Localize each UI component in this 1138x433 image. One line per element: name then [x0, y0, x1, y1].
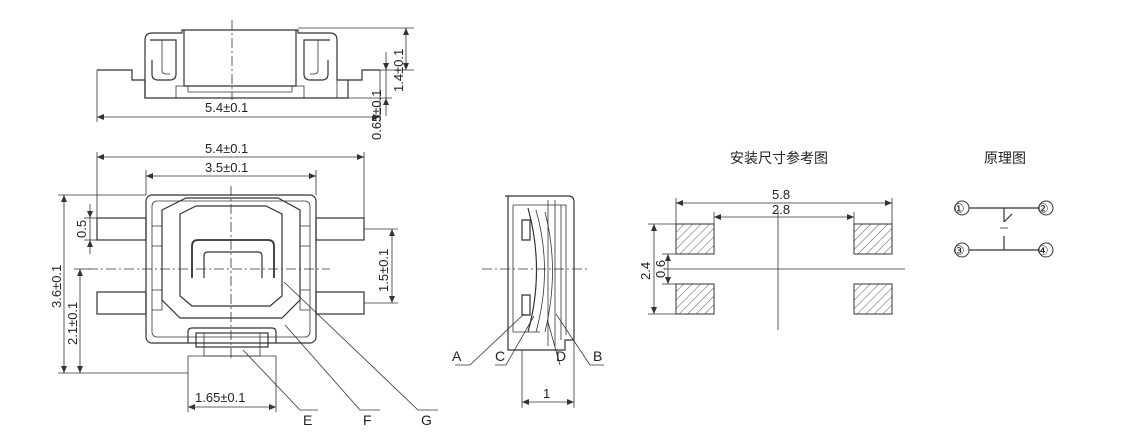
pad-top-right — [853, 223, 893, 255]
label-f: F — [363, 412, 372, 428]
footprint-height-dim: 2.4 — [638, 262, 653, 280]
footprint-outer-width-dim: 5.8 — [772, 187, 790, 202]
top-lead-dim: 0.65±0.1 — [369, 89, 384, 140]
label-g: G — [421, 412, 432, 428]
footprint-gap-dim: 0.6 — [653, 260, 668, 278]
front-overall-width-dim: 5.4±0.1 — [205, 141, 248, 156]
top-width-dim: 5.4±0.1 — [205, 100, 248, 115]
pin-1: ① — [953, 201, 965, 216]
schematic: 原理图 ① ② ③ ④ — [953, 150, 1054, 258]
front-inner-width-dim: 3.5±0.1 — [205, 160, 248, 175]
front-lead-width-dim: 0.5 — [74, 220, 89, 238]
footprint-title: 安装尺寸参考图 — [730, 150, 828, 166]
pin-3: ③ — [953, 243, 965, 258]
footprint-inner-width-dim: 2.8 — [772, 202, 790, 217]
footprint: 安装尺寸参考图 5.8 2.8 2.4 0.6 — [638, 150, 905, 330]
top-height-dim: 1.4±0.1 — [391, 49, 406, 92]
side-width-dim: 1 — [543, 386, 550, 401]
schematic-title: 原理图 — [984, 150, 1026, 166]
label-d: D — [556, 348, 566, 364]
front-actuator-width-dim: 1.65±0.1 — [195, 390, 246, 405]
pad-bottom-right — [853, 283, 893, 315]
front-overall-height-dim: 3.6±0.1 — [49, 265, 64, 308]
side-view: 1 A C D B — [452, 195, 604, 408]
pad-top-left — [675, 223, 715, 255]
front-view: 5.4±0.1 3.5±0.1 3.6±0.1 2.1±0.1 0.5 1.5±… — [49, 141, 438, 428]
label-e: E — [303, 412, 312, 428]
top-view: 5.4±0.1 1.4±0.1 0.65±0.1 — [96, 20, 414, 140]
pin-2: ② — [1037, 201, 1049, 216]
front-lead-pitch-dim: 1.5±0.1 — [376, 249, 391, 292]
label-c: C — [495, 348, 505, 364]
pad-bottom-left — [675, 283, 715, 315]
pin-4: ④ — [1037, 243, 1049, 258]
front-center-height-dim: 2.1±0.1 — [65, 302, 80, 345]
label-a: A — [452, 348, 462, 364]
label-b: B — [593, 348, 602, 364]
